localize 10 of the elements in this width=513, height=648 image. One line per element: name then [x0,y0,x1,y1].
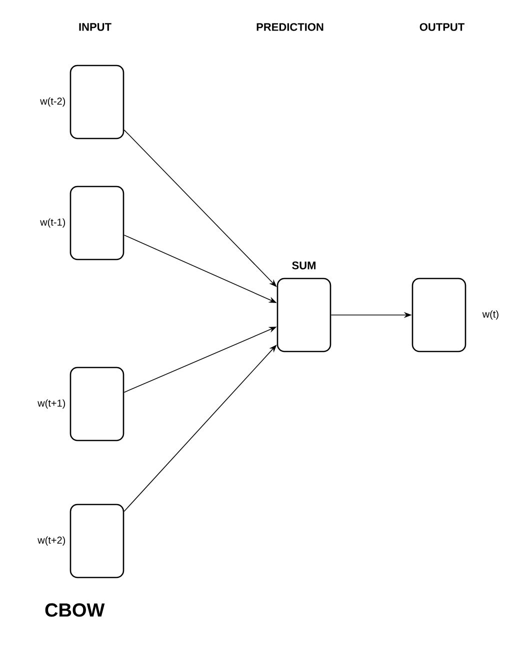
node-label: w(t) [482,310,498,320]
node-label: w(t+2) [38,536,66,546]
node-label: w(t-2) [40,97,66,107]
column-heading: OUTPUT [420,23,464,31]
node-label: w(t-1) [40,218,66,228]
column-heading: INPUT [79,23,112,31]
column-heading: PREDICTION [256,23,324,31]
node-label: w(t+1) [38,399,66,409]
node-heading: SUM [292,262,316,270]
title: CBOW [45,603,105,617]
